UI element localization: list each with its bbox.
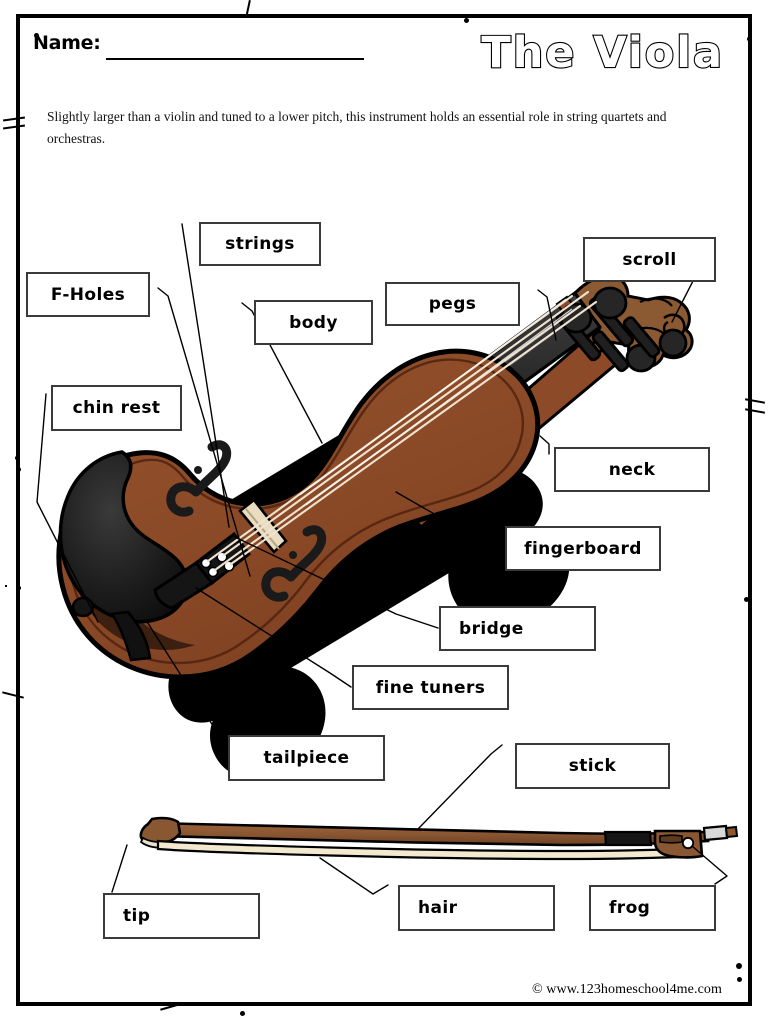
viola-strings xyxy=(206,290,598,572)
leader-fine-tuners xyxy=(195,587,352,688)
bow-screw-tail xyxy=(724,825,739,839)
leader-pegs xyxy=(537,289,557,341)
bow-illustration xyxy=(139,816,739,861)
tailpiece-taper xyxy=(153,560,215,610)
label-box-stick[interactable]: stick xyxy=(515,743,670,789)
label-box-f-holes[interactable]: F-Holes xyxy=(26,272,150,317)
viola-f-hole-nicks xyxy=(194,466,297,559)
leader-body xyxy=(241,302,323,444)
bow-grip-wrap xyxy=(603,830,653,847)
footer-credit: © www.123homeschool4me.com xyxy=(531,982,722,997)
border-dot xyxy=(748,50,752,54)
scroll-ridge-1 xyxy=(639,297,673,307)
label-box-tip[interactable]: tip xyxy=(103,893,260,939)
page-border xyxy=(16,14,752,1006)
label-box-hair[interactable]: hair xyxy=(398,885,555,931)
border-dot xyxy=(17,586,21,590)
viola-f-holes xyxy=(166,440,327,602)
leader-bridge xyxy=(236,537,439,629)
border-dot xyxy=(744,597,749,602)
label-box-fine-tuners[interactable]: fine tuners xyxy=(352,665,509,710)
border-tick xyxy=(5,585,7,587)
label-box-neck[interactable]: neck xyxy=(554,447,710,492)
label-box-tailpiece[interactable]: tailpiece xyxy=(228,735,385,781)
leader-hair xyxy=(319,857,389,895)
leader-stick xyxy=(417,744,503,830)
border-dot xyxy=(747,37,751,41)
label-box-strings[interactable]: strings xyxy=(199,222,321,266)
label-box-chin-rest[interactable]: chin rest xyxy=(51,385,182,431)
label-box-fingerboard[interactable]: fingerboard xyxy=(505,526,661,571)
leader-tip xyxy=(111,844,128,893)
label-box-bridge[interactable]: bridge xyxy=(439,606,596,651)
leader-frog xyxy=(691,845,728,885)
label-box-body[interactable]: body xyxy=(254,300,373,345)
label-box-frog[interactable]: frog xyxy=(589,885,716,931)
bridge-shade xyxy=(245,508,280,550)
page-title: The Viola xyxy=(480,27,724,79)
name-field-label: Name: xyxy=(33,32,101,54)
border-dot xyxy=(464,18,469,23)
viola-chin-rest xyxy=(58,450,189,624)
frog-eye xyxy=(681,836,695,850)
border-dot xyxy=(15,456,19,460)
border-dot xyxy=(34,33,39,38)
leader-tailpiece xyxy=(145,619,228,749)
border-dot xyxy=(736,963,742,969)
leader-f-holes xyxy=(157,287,251,577)
leader-chin-rest xyxy=(36,393,99,623)
label-box-pegs[interactable]: pegs xyxy=(385,282,520,326)
leader-neck xyxy=(539,435,550,455)
leader-fingerboard xyxy=(395,491,505,548)
label-box-scroll[interactable]: scroll xyxy=(583,237,716,282)
border-dot xyxy=(737,977,742,982)
intro-paragraph: Slightly larger than a violin and tuned … xyxy=(47,109,667,147)
border-dot xyxy=(16,467,21,472)
name-write-in-line[interactable] xyxy=(106,58,364,60)
border-dot xyxy=(240,1011,245,1016)
viola-group xyxy=(56,274,694,680)
bow-stick xyxy=(150,821,710,847)
chin-rest-foot xyxy=(109,610,152,662)
viola-strings-over-fingerboard xyxy=(299,298,573,506)
